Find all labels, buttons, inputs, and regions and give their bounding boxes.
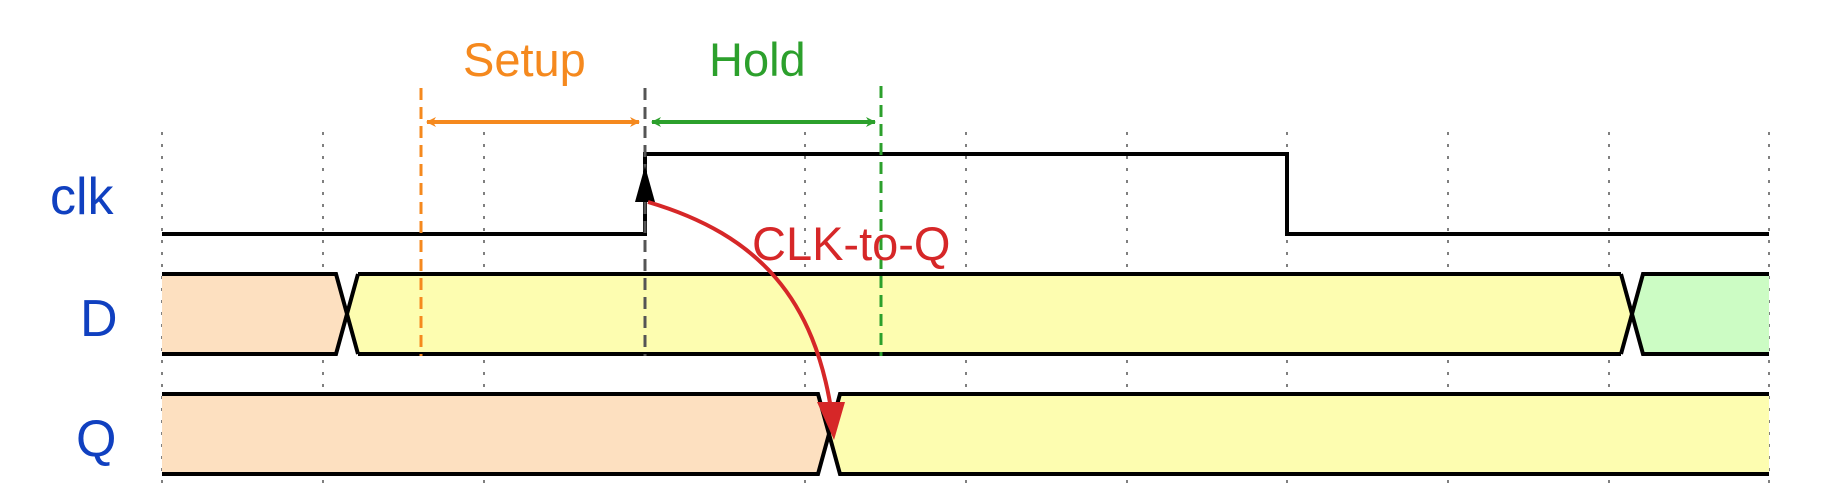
clock-edge-arrowhead	[635, 166, 655, 202]
q-segment-current	[829, 394, 1769, 474]
d-trace-bottom	[162, 273, 360, 356]
d-waveform	[162, 272, 1769, 356]
d-segment-current	[347, 274, 1632, 354]
d-trace-cross-2b	[1619, 272, 1769, 355]
q-trace-b	[162, 392, 1769, 476]
clk-to-q-curve	[647, 200, 834, 416]
d-trace-top	[162, 272, 360, 355]
clk-to-q-arrowhead	[817, 402, 845, 440]
d-segment-next	[1632, 274, 1769, 354]
signal-label-clk: clk	[50, 168, 115, 226]
signal-label-q: Q	[76, 410, 116, 468]
q-segment-old	[162, 394, 829, 474]
hold-label: Hold	[709, 33, 806, 86]
q-waveform	[162, 392, 1769, 476]
d-trace-cross-2a	[1619, 273, 1769, 356]
signal-label-d: D	[80, 290, 118, 348]
d-segment-old	[162, 274, 347, 354]
clk-waveform	[162, 152, 1769, 236]
clk-to-q-label: CLK-to-Q	[752, 217, 951, 270]
setup-label: Setup	[463, 33, 586, 86]
